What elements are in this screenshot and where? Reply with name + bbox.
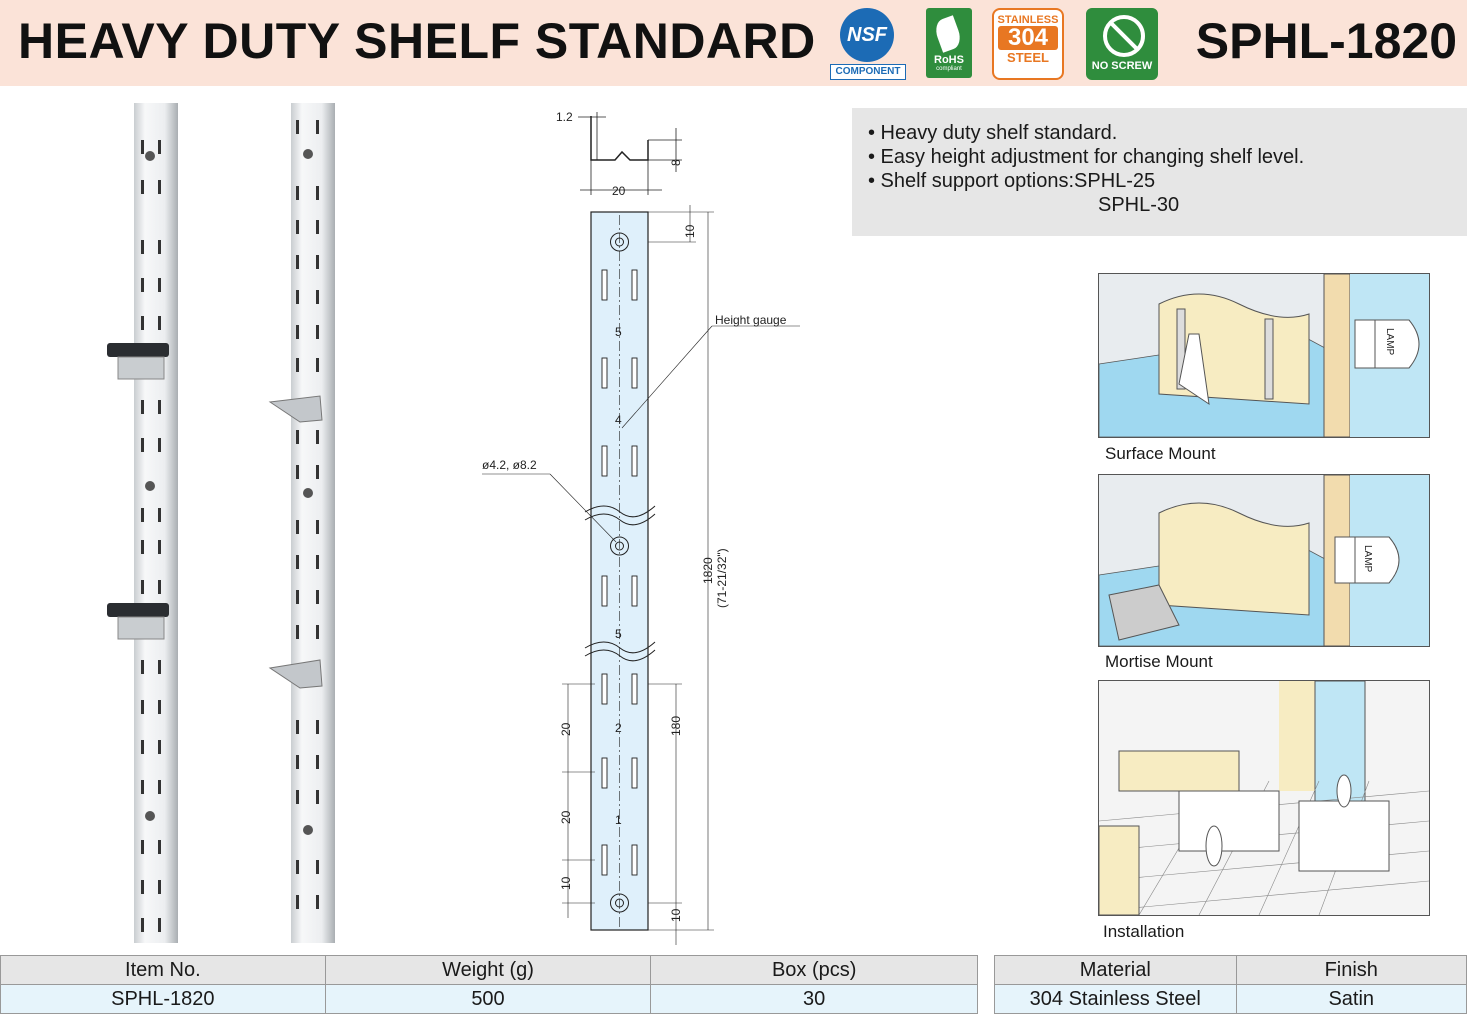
nsf-badge-icon: NSF COMPONENT xyxy=(830,8,906,80)
feature-line: SPHL-30 xyxy=(1098,194,1180,216)
feature-line: • Shelf support options:SPHL-25 xyxy=(868,170,1156,192)
value-item-no: SPHL-1820 xyxy=(0,984,326,1014)
mortise-mount-caption: Mortise Mount xyxy=(1105,652,1213,671)
surface-mount-caption: Surface Mount xyxy=(1105,444,1216,463)
dim-pitch-lower: 20 xyxy=(559,810,573,824)
lamp-label: LAMP xyxy=(1362,545,1373,573)
installation-caption: Installation xyxy=(1103,922,1185,941)
height-gauge-label: Height gauge xyxy=(715,313,787,327)
surface-mount-illustration: LAMP xyxy=(1098,273,1430,438)
value-weight: 500 xyxy=(324,984,652,1014)
header-box: Box (pcs) xyxy=(650,955,978,985)
lamp-label: LAMP xyxy=(1384,328,1395,356)
no-screw-label: NO SCREW xyxy=(1091,60,1153,72)
dim-length: 1820 xyxy=(701,557,715,584)
nsf-mark: NSF xyxy=(840,8,894,62)
shelf-support-black-upper xyxy=(107,343,169,380)
rohs-badge-icon: RoHS compliant xyxy=(926,8,972,78)
feature-line: • Easy height adjustment for changing sh… xyxy=(868,146,1305,168)
dim-thickness: 1.2 xyxy=(556,110,573,124)
no-screw-badge-icon: NO SCREW xyxy=(1086,8,1158,80)
page-title: HEAVY DUTY SHELF STANDARD xyxy=(18,13,816,69)
dim-bottom-offset-right: 10 xyxy=(669,908,683,922)
header-finish: Finish xyxy=(1235,955,1467,985)
stainless-middle: 304 xyxy=(998,26,1058,50)
dim-depth: 8 xyxy=(669,159,683,166)
value-finish: Satin xyxy=(1235,984,1467,1014)
value-material: 304 Stainless Steel xyxy=(994,984,1237,1014)
technical-drawing: 1.2 8 20 10 Height gauge ø4.2, ø8.2 1820… xyxy=(482,110,800,945)
product-photo xyxy=(107,103,335,943)
rohs-sub: compliant xyxy=(936,66,962,72)
dim-span: 180 xyxy=(669,716,683,736)
nsf-label: COMPONENT xyxy=(830,64,906,80)
stainless-top: STAINLESS xyxy=(997,14,1059,26)
installation-illustration xyxy=(1098,680,1430,916)
dim-top-offset: 10 xyxy=(683,224,697,238)
model-number: SPHL-1820 xyxy=(1195,13,1457,69)
header-bar: HEAVY DUTY SHELF STANDARD NSF COMPONENT … xyxy=(0,0,1467,86)
hole-diameter-label: ø4.2, ø8.2 xyxy=(482,458,537,472)
stainless-304-badge-icon: STAINLESS 304 STEEL xyxy=(992,8,1064,80)
dim-pitch-upper: 20 xyxy=(559,722,573,736)
header-weight: Weight (g) xyxy=(324,955,652,985)
spec-table-left: Item No. Weight (g) Box (pcs) SPHL-1820 … xyxy=(0,955,978,1014)
gauge-number: 5 xyxy=(615,325,622,339)
gauge-number: 2 xyxy=(615,721,622,735)
gauge-number: 1 xyxy=(615,813,622,827)
header-material: Material xyxy=(994,955,1237,985)
gauge-number: 5 xyxy=(615,627,622,641)
shelf-support-black-lower xyxy=(107,603,169,640)
spec-table-right: Material Finish 304 Stainless Steel Sati… xyxy=(994,955,1467,1014)
rail-left xyxy=(134,103,178,943)
shelf-support-steel-lower xyxy=(268,659,323,689)
dim-bottom-offset-left: 10 xyxy=(559,876,573,890)
value-box: 30 xyxy=(650,984,978,1014)
stainless-bottom: STEEL xyxy=(1007,50,1049,65)
features-box: • Heavy duty shelf standard. • Easy heig… xyxy=(852,108,1467,236)
leaf-icon xyxy=(932,15,964,53)
no-screw-symbol-icon xyxy=(1103,15,1145,57)
header-item-no: Item No. xyxy=(0,955,326,985)
rohs-label: RoHS xyxy=(934,54,964,66)
gauge-number: 4 xyxy=(615,413,622,427)
mortise-mount-illustration: LAMP xyxy=(1098,474,1430,647)
shelf-support-steel-upper xyxy=(268,395,323,423)
dim-length-inches: (71-21/32") xyxy=(715,548,729,608)
feature-line: • Heavy duty shelf standard. xyxy=(868,122,1118,144)
dim-width: 20 xyxy=(612,184,626,198)
